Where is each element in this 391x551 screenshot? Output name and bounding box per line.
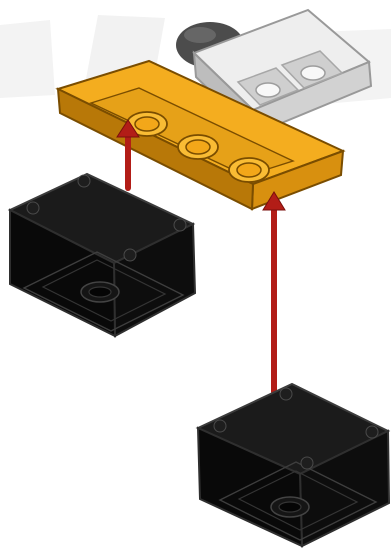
white-tile-stud-right xyxy=(301,66,325,80)
right-brick-corner-stud-1 xyxy=(214,420,226,432)
right-brick-corner-stud-3 xyxy=(366,426,378,438)
white-tile-stud-left xyxy=(256,83,280,97)
left-brick-corner-stud-1 xyxy=(27,202,39,214)
left-brick-corner-stud-4 xyxy=(124,249,136,261)
orange-stud-2-inner xyxy=(186,140,210,154)
gray-round-part-highlight xyxy=(184,27,216,43)
watermark-shape-left xyxy=(0,20,55,98)
right-brick-tube-inner xyxy=(279,502,301,512)
orange-stud-3-inner xyxy=(237,163,261,177)
left-brick-tube-inner xyxy=(89,287,111,297)
orange-stud-1-inner xyxy=(135,117,159,131)
right-brick-corner-stud-4 xyxy=(301,457,313,469)
left-brick-corner-stud-2 xyxy=(78,175,90,187)
left-brick-corner-stud-3 xyxy=(174,219,186,231)
right-brick-corner-stud-2 xyxy=(280,388,292,400)
